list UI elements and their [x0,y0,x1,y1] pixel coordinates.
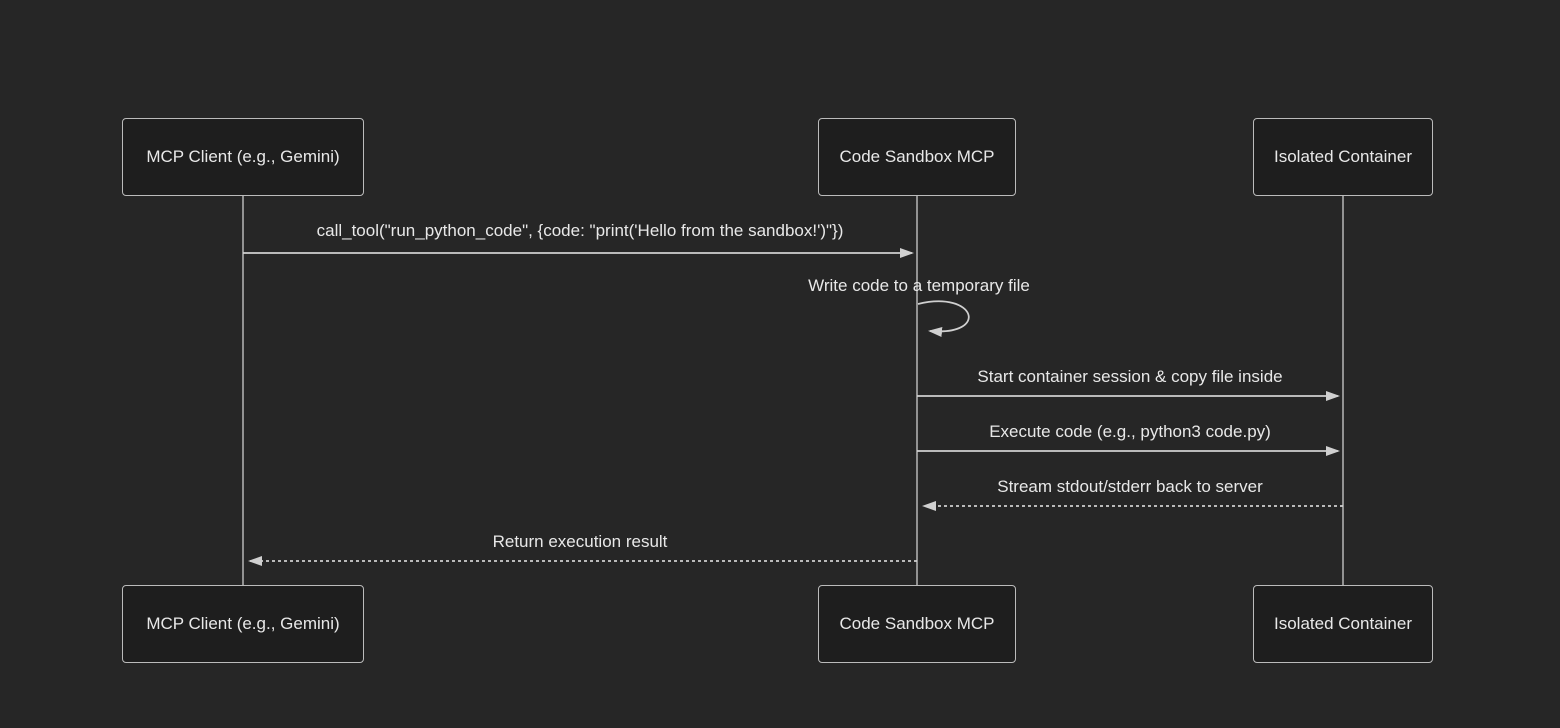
actor-top-code-sandbox-mcp: Code Sandbox MCP [818,118,1016,196]
actor-bottom-mcp-client: MCP Client (e.g., Gemini) [122,585,364,663]
actor-top-mcp-client: MCP Client (e.g., Gemini) [122,118,364,196]
actor-top-isolated-container: Isolated Container [1253,118,1433,196]
message-label-write-temp-file: Write code to a temporary file [808,276,1030,295]
actor-bottom-isolated-container: Isolated Container [1253,585,1433,663]
message-label-return-result: Return execution result [492,532,668,551]
message-label-stream-stdout: Stream stdout/stderr back to server [997,477,1263,496]
message-label-start-container-session: Start container session & copy file insi… [977,367,1283,386]
message-label-call-tool: call_tool("run_python_code", {code: "pri… [316,221,844,240]
arrow-self-write-temp-file [917,300,970,337]
actor-bottom-code-sandbox-mcp: Code Sandbox MCP [818,585,1016,663]
message-label-execute-code: Execute code (e.g., python3 code.py) [989,422,1271,441]
